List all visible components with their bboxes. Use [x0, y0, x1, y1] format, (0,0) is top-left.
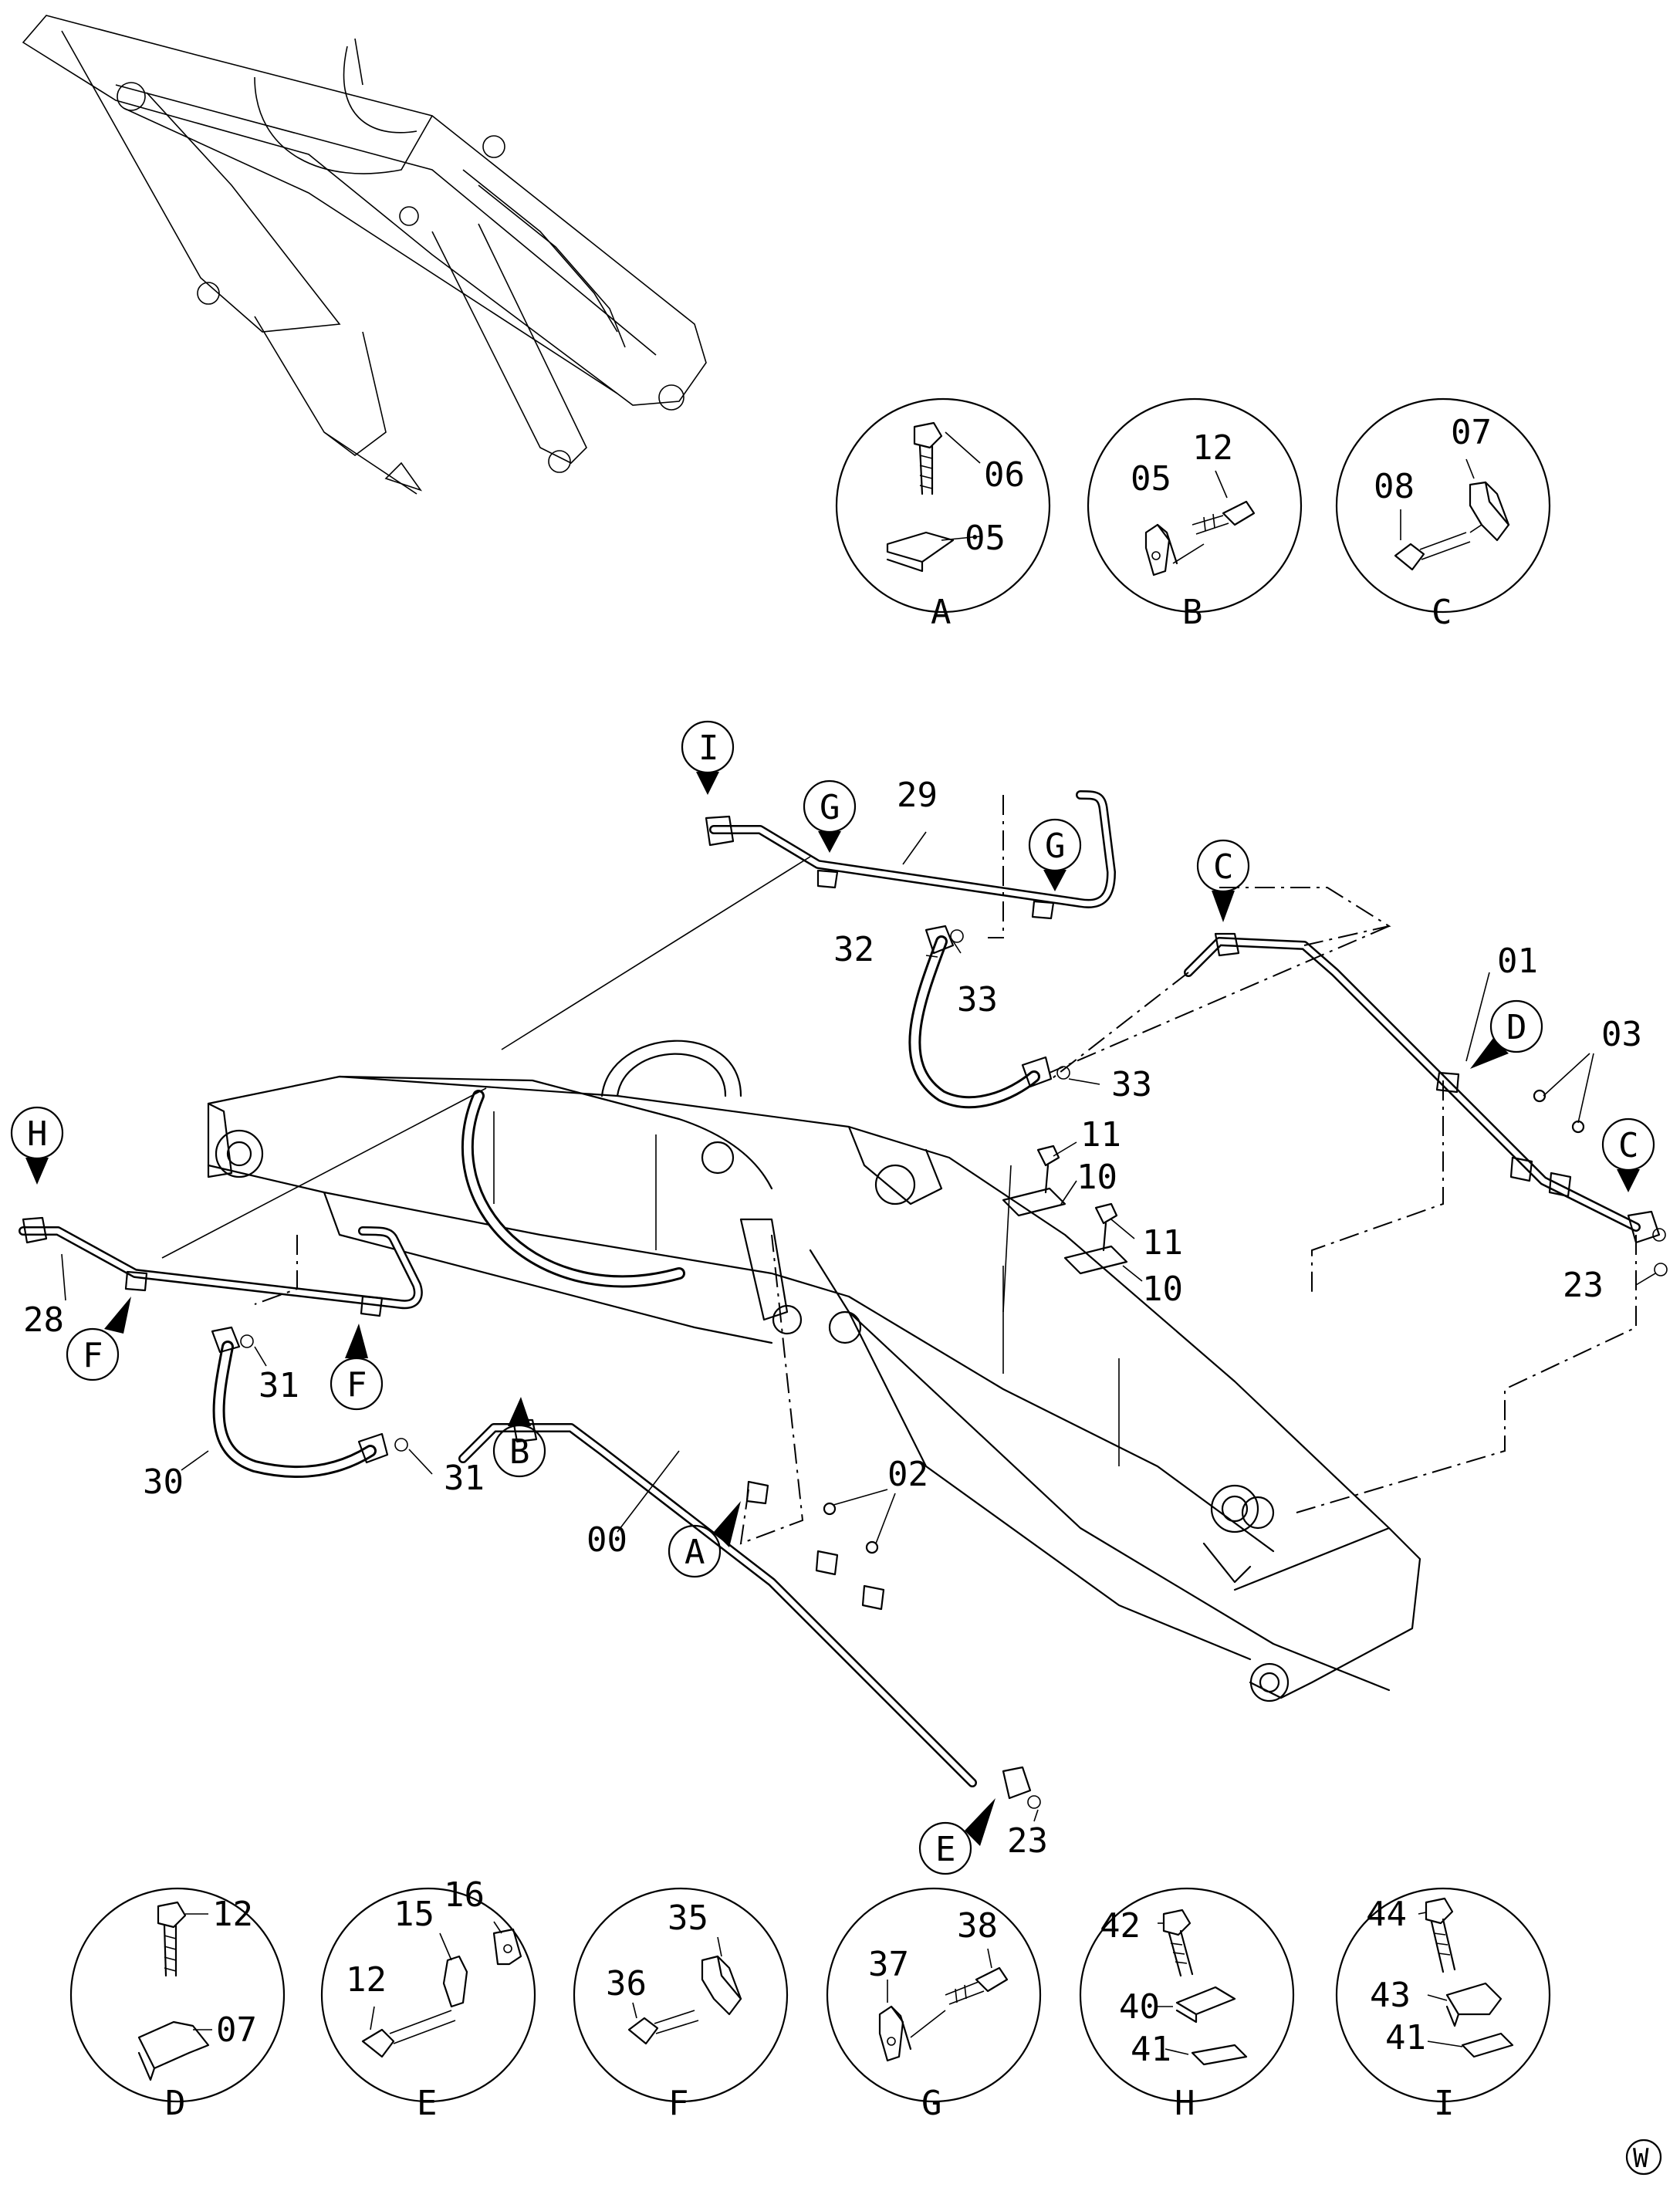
detail-view-g: 38 37 G: [826, 1887, 1042, 2123]
part-label-29: 29: [897, 776, 938, 815]
detail-view-i: 44 43 41 I: [1335, 1887, 1551, 2123]
detail-d-part-07: 07: [216, 2010, 257, 2050]
bolts-plates-11-10: [823, 1089, 1585, 1554]
corner-mark: W: [1625, 2139, 1662, 2176]
label-leaders: [61, 831, 1656, 1822]
part-label-31-lower: 31: [444, 1459, 485, 1498]
detail-view-c: 07 08 C: [1335, 397, 1551, 632]
part-label-23-bottom: 23: [1007, 1821, 1048, 1861]
part-label-33-lower: 33: [1111, 1065, 1152, 1104]
pipe-29: [705, 790, 1116, 938]
hose-30: [211, 1326, 408, 1479]
detail-e-letter: E: [417, 2084, 438, 2123]
hose-32: [908, 925, 1070, 1109]
part-label-01: 01: [1497, 942, 1538, 981]
part-label-11-upper: 11: [1080, 1115, 1121, 1155]
detail-h-letter: H: [1175, 2084, 1195, 2123]
detail-b-part-05: 05: [1131, 459, 1171, 499]
callout-f-right: F: [346, 1365, 367, 1405]
callout-h: H: [27, 1114, 48, 1154]
detail-view-f: 35 36 F: [573, 1887, 789, 2123]
detail-h-part-41: 41: [1131, 2030, 1171, 2069]
pipe-28: [19, 1216, 423, 1317]
corner-mark-letter: W: [1633, 2143, 1649, 2174]
detail-c-letter: C: [1432, 593, 1452, 632]
detail-view-d: 12 07 D: [69, 1887, 286, 2123]
detail-view-a: 06 05 A: [835, 397, 1051, 632]
part-label-28: 28: [23, 1300, 64, 1340]
callout-d: D: [1506, 1008, 1527, 1047]
part-label-03: 03: [1601, 1015, 1642, 1054]
part-label-30: 30: [143, 1462, 184, 1502]
detail-view-e: 15 16 12 E: [320, 1875, 536, 2123]
detail-view-b: 12 05 B: [1087, 397, 1303, 632]
detail-a-part-05: 05: [965, 519, 1006, 558]
detail-a-letter: A: [931, 593, 952, 632]
detail-h-part-42: 42: [1100, 1906, 1141, 1946]
part-label-02: 02: [887, 1455, 928, 1494]
detail-c-part-08: 08: [1374, 467, 1415, 506]
pipe-01: [1049, 887, 1668, 1513]
overview-sketch: [22, 15, 707, 495]
callout-a: A: [685, 1533, 705, 1572]
part-label-32: 32: [833, 930, 874, 969]
part-label-10-upper: 10: [1077, 1158, 1117, 1197]
detail-i-letter: I: [1434, 2084, 1455, 2123]
detail-f-part-36: 36: [606, 1964, 647, 2003]
detail-a-part-06: 06: [984, 455, 1025, 495]
callout-c-upper: C: [1213, 847, 1234, 887]
pipe-00: [161, 856, 1041, 1809]
detail-view-h: 42 40 41 H: [1079, 1887, 1295, 2123]
boom-assembly: [207, 1040, 1421, 1702]
part-label-11-lower: 11: [1142, 1223, 1183, 1263]
detail-b-part-12: 12: [1192, 428, 1233, 468]
part-label-33-upper: 33: [957, 980, 998, 1019]
part-label-00: 00: [586, 1520, 627, 1560]
detail-h-part-40: 40: [1119, 1987, 1160, 2027]
part-label-23-right: 23: [1563, 1266, 1604, 1305]
detail-c-part-07: 07: [1451, 413, 1492, 452]
callout-e: E: [935, 1830, 956, 1869]
detail-i-part-43: 43: [1370, 1976, 1411, 2015]
detail-d-part-12: 12: [212, 1895, 253, 1934]
part-label-10-lower: 10: [1142, 1270, 1183, 1309]
detail-b-letter: B: [1182, 593, 1203, 632]
detail-e-part-16: 16: [444, 1875, 485, 1915]
callout-g-left: G: [820, 788, 840, 827]
detail-g-letter: G: [921, 2084, 942, 2123]
detail-f-letter: F: [668, 2084, 689, 2123]
callout-b: B: [509, 1432, 530, 1472]
detail-i-part-44: 44: [1366, 1895, 1407, 1934]
callout-i: I: [698, 729, 719, 768]
callout-f-left: F: [83, 1336, 103, 1375]
main-part-labels: 29 32 33 33 01 03 11 10 11 10 23 28 31 3…: [23, 776, 1642, 1861]
detail-f-part-35: 35: [668, 1899, 708, 1938]
detail-e-part-15: 15: [394, 1895, 434, 1934]
detail-i-part-41: 41: [1385, 2018, 1426, 2057]
callout-g-right: G: [1045, 827, 1066, 866]
detail-d-letter: D: [165, 2084, 186, 2123]
detail-g-part-37: 37: [868, 1945, 909, 1984]
detail-g-part-38: 38: [957, 1906, 998, 1946]
detail-e-part-12: 12: [346, 1960, 387, 2000]
main-callouts: I G G C D C H F F B: [10, 720, 1655, 1875]
part-label-31-upper: 31: [259, 1366, 299, 1405]
callout-c-right: C: [1618, 1126, 1639, 1165]
